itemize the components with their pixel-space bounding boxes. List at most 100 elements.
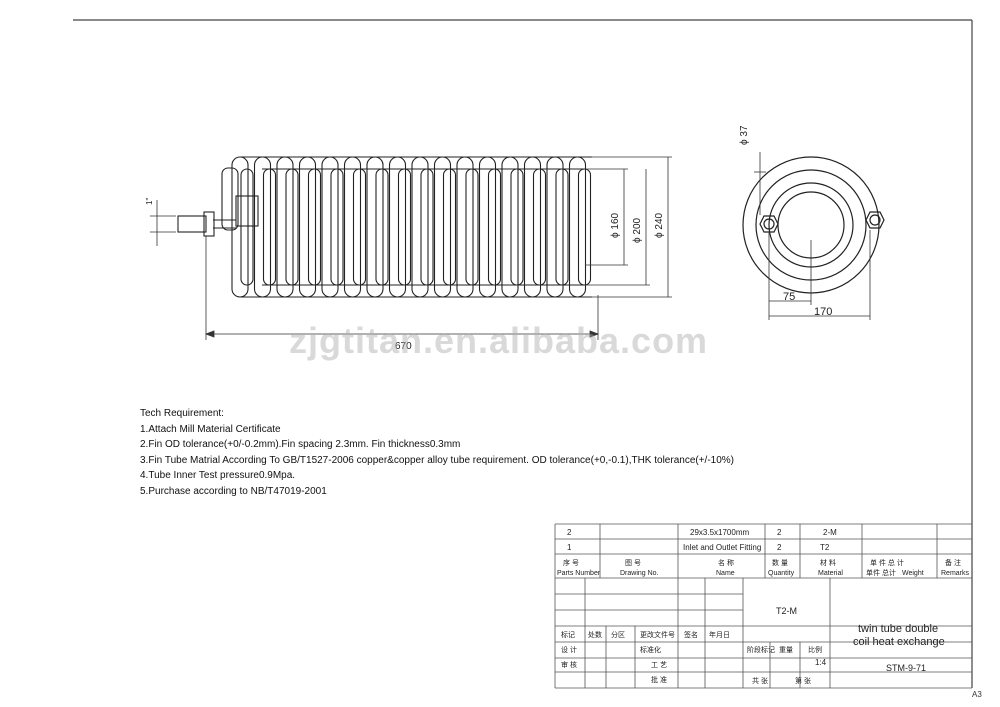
hdr-remark-cn: 备 注 <box>945 558 961 567</box>
coil-loop-inner <box>397 168 412 286</box>
hdr-drawing-en: Drawing No. <box>620 570 659 577</box>
tb-label-approve: 批 准 <box>651 675 667 684</box>
coil-loop-inner <box>510 168 524 286</box>
tb-label-mark: 标记 <box>561 630 575 639</box>
tb-label-sign: 签名 <box>684 630 698 639</box>
coil-loop <box>456 156 474 298</box>
hdr-remark-en: Remarks <box>941 570 970 577</box>
coil-loop-inner <box>307 168 322 286</box>
tb-label-ratio: 比例 <box>808 645 822 654</box>
coil-side-view <box>177 156 592 298</box>
hdr-qty-en: Quantity <box>768 570 795 577</box>
tb-label-stage: 阶段标记 <box>747 645 775 654</box>
tb-scale: 1:4 <box>815 658 827 667</box>
tb-label-change: 更改文件号 <box>640 630 675 639</box>
hdr-weight-label: Weight <box>902 570 924 577</box>
hdr-material-en: Material <box>818 570 843 577</box>
dim-tube-dia-label: ϕ 37 <box>739 125 750 145</box>
watermark: zjgtitan.en.alibaba.com <box>289 320 709 361</box>
hdr-name-cn: 名 称 <box>718 558 734 567</box>
req-item-1: 1.Attach Mill Material Certificate <box>140 423 281 435</box>
bom-row2-qty: 2 <box>777 543 782 552</box>
bom-row1-qty: 2 <box>777 528 782 537</box>
hdr-weight-en: 单件 总计 <box>866 568 896 577</box>
coil-loop-inner <box>577 168 592 286</box>
bom-row1-no: 2 <box>567 528 572 537</box>
bom-row1-material: 2-M <box>823 528 837 537</box>
coil-loop <box>253 156 272 298</box>
coil-loop <box>231 156 249 298</box>
hdr-name-en: Name <box>716 570 735 577</box>
coil-loop <box>343 156 362 298</box>
bom-row2-material: T2 <box>820 543 830 552</box>
tb-drawing-no: STM-9-71 <box>886 663 926 673</box>
hdr-no-en: Parts Number <box>557 570 601 577</box>
tb-label-craft: 工 艺 <box>651 661 667 669</box>
req-item-2: 2.Fin OD tolerance(+0/-0.2mm).Fin spacin… <box>140 439 461 450</box>
coil-loop-inner <box>375 168 389 286</box>
dim-length-label: 670 <box>395 341 412 352</box>
tech-requirements: Tech Requirement: 1.Attach Mill Material… <box>140 406 734 499</box>
dim-length <box>204 236 600 340</box>
tb-label-check: 审 核 <box>561 660 577 669</box>
tb-label-total: 共 张 <box>752 676 768 685</box>
dim-inner-dia-label: ϕ 160 <box>610 212 621 238</box>
dim-outer-dia-label: ϕ 240 <box>654 212 665 238</box>
hdr-no-cn: 序 号 <box>563 558 579 567</box>
tb-label-design: 设 计 <box>561 645 577 654</box>
coil-loop <box>568 156 587 298</box>
coil-loop <box>366 156 384 298</box>
req-title: Tech Requirement: <box>140 408 224 419</box>
coil-loop <box>321 156 339 298</box>
coil-loop <box>478 156 497 298</box>
sheet-size: A3 <box>972 690 982 699</box>
tb-title-line1: twin tube double <box>858 623 938 635</box>
bom-row1-spec: 29x3.5x1700mm <box>690 528 749 537</box>
coil-loop-inner <box>330 168 344 286</box>
coil-loop-inner <box>262 168 277 286</box>
coil-end-view <box>742 156 885 294</box>
bom-row2-no: 1 <box>567 543 572 552</box>
hdr-weight-cn: 单 件 总 计 <box>870 558 904 567</box>
coil-loop <box>523 156 542 298</box>
coil-loop-inner <box>532 168 547 286</box>
tb-label-standard: 标准化 <box>640 645 661 654</box>
dim-diameters <box>585 156 672 298</box>
coil-loop <box>298 156 317 298</box>
req-item-5: 5.Purchase according to NB/T47019-2001 <box>140 485 327 497</box>
tb-label-weight: 重量 <box>779 646 793 654</box>
coil-loop-inner <box>487 168 502 286</box>
coil-loop <box>546 156 564 298</box>
tb-label-date: 年月日 <box>709 630 730 639</box>
dim-end-offset-label: 75 <box>783 291 795 303</box>
coil-loop <box>433 156 452 298</box>
req-item-4: 4.Tube Inner Test pressure0.9Mpa. <box>140 470 296 481</box>
dim-end-width-label: 170 <box>814 306 832 318</box>
tb-label-count: 处数 <box>588 630 602 639</box>
title-block-grid <box>554 523 972 689</box>
hdr-drawing-cn: 图 号 <box>625 559 641 567</box>
coil-loop <box>501 156 519 298</box>
coil-loop-inner <box>465 168 479 286</box>
tb-material: T2-M <box>776 606 797 616</box>
tb-label-page: 第 张 <box>795 676 811 685</box>
hdr-qty-cn: 数 量 <box>772 558 788 567</box>
tb-title-line2: coil heat exchange <box>853 636 945 648</box>
coil-loop-inner <box>555 168 569 286</box>
dim-end-view <box>754 152 871 320</box>
coil-loop-inner <box>420 168 434 286</box>
hdr-material-cn: 材 料 <box>820 558 836 567</box>
coil-loop-inner <box>442 168 457 286</box>
coil-loop-inner <box>352 168 367 286</box>
tb-label-zone: 分区 <box>611 630 625 639</box>
coil-loop-inner <box>285 168 299 286</box>
bom-row2-spec: Inlet and Outlet Fitting <box>683 543 761 552</box>
req-item-3: 3.Fin Tube Matrial According To GB/T1527… <box>140 454 735 466</box>
dim-pipe-thread-label: 1" <box>145 198 154 205</box>
dim-pipe-thread <box>150 200 176 246</box>
coil-loop <box>411 156 429 298</box>
coil-loop <box>276 156 294 298</box>
dim-mid-dia-label: ϕ 200 <box>632 217 643 243</box>
coil-loop <box>388 156 407 298</box>
